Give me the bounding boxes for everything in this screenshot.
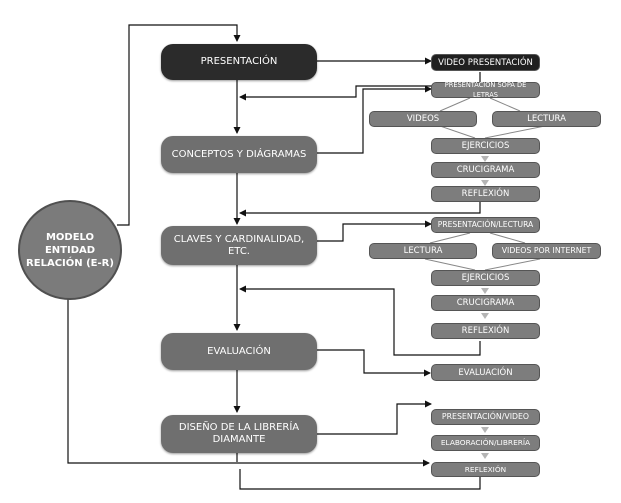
box-label: VIDEOS	[406, 114, 440, 124]
box-label: EJERCICIOS	[461, 273, 510, 283]
box-label: LECTURA	[403, 246, 443, 256]
step-conceptos: CONCEPTOS Y DIÁGRAMAS	[161, 136, 317, 173]
sopa-letras-box: PRESENTACIÓN SOPA DE LETRAS	[431, 81, 540, 99]
step-label: EVALUACIÓN	[207, 345, 271, 357]
box-label: VIDEO PRESENTACIÓN	[438, 57, 533, 68]
presentacion-lectura-box: PRESENTACIÓN/LECTURA	[431, 217, 540, 233]
videos-box: VIDEOS	[369, 111, 477, 127]
crucigrama-box: CRUCIGRAMA	[431, 162, 540, 178]
presentacion-video-box: PRESENTACIÓN/VIDEO	[431, 409, 540, 425]
step-claves: CLAVES Y CARDINALIDAD, ETC.	[161, 226, 317, 265]
box-label: LECTURA	[527, 114, 566, 124]
step-label: CLAVES Y CARDINALIDAD, ETC.	[173, 233, 305, 257]
step-evaluacion: EVALUACIÓN	[161, 333, 317, 370]
ejercicios-box: EJERCICIOS	[431, 138, 540, 154]
lectura-box: LECTURA	[369, 243, 477, 259]
box-label: EJERCICIOS	[461, 141, 510, 151]
down-arrow-icon	[481, 180, 489, 186]
box-label: PRESENTACIÓN/VIDEO	[441, 412, 530, 421]
down-arrow-icon	[481, 288, 489, 294]
box-label: ELABORACIÓN/LIBRERÍA	[440, 438, 531, 447]
root-label: MODELO ENTIDAD RELACIÓN (E-R)	[26, 231, 114, 269]
down-arrow-icon	[481, 313, 489, 319]
evaluacion-box: EVALUACIÓN	[431, 364, 540, 381]
crucigrama-box: CRUCIGRAMA	[431, 295, 540, 311]
box-label: PRESENTACIÓN/LECTURA	[437, 220, 534, 229]
step-diseno: DISEÑO DE LA LIBRERÍA DIAMANTE	[161, 415, 317, 453]
reflexion-box: REFLEXIÓN	[431, 323, 540, 339]
step-label: PRESENTACIÓN	[200, 56, 278, 67]
down-arrow-icon	[481, 453, 489, 459]
root-node: MODELO ENTIDAD RELACIÓN (E-R)	[18, 200, 122, 300]
box-label: PRESENTACIÓN SOPA DE LETRAS	[444, 81, 527, 99]
box-label: CRUCIGRAMA	[456, 165, 515, 175]
step-presentacion: PRESENTACIÓN	[161, 44, 317, 80]
box-label: CRUCIGRAMA	[456, 298, 515, 308]
step-label: CONCEPTOS Y DIÁGRAMAS	[171, 148, 307, 160]
box-label: REFLEXIÓN	[461, 189, 510, 199]
elaboracion-box: ELABORACIÓN/LIBRERÍA	[431, 435, 540, 451]
reflexion-box: REFLEXIÓN	[431, 186, 540, 202]
box-label: REFLEXIÓN	[461, 326, 510, 336]
reflexion-final-box: REFLEXIÓN	[431, 462, 540, 477]
down-arrow-icon	[481, 156, 489, 162]
step-label: DISEÑO DE LA LIBRERÍA DIAMANTE	[178, 422, 300, 445]
box-label: EVALUACIÓN	[458, 367, 513, 378]
box-label: VIDEOS POR INTERNET	[501, 246, 592, 255]
lectura-box: LECTURA	[492, 111, 601, 127]
down-arrow-icon	[481, 427, 489, 433]
video-presentacion-box: VIDEO PRESENTACIÓN	[431, 54, 540, 71]
box-label: REFLEXIÓN	[464, 464, 507, 474]
ejercicios-box: EJERCICIOS	[431, 270, 540, 286]
videos-internet-box: VIDEOS POR INTERNET	[492, 243, 601, 259]
